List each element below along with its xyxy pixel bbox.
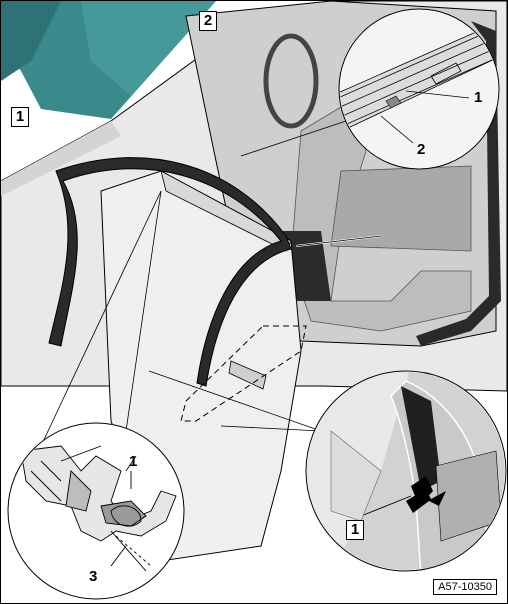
door-seal (48, 157, 292, 387)
seat (290, 100, 472, 332)
arrow-icon (406, 489, 446, 513)
detail-top-label-1: 1 (474, 89, 483, 106)
callout-2-seal: 2 (199, 11, 217, 31)
figure-code: A57-10350 (433, 579, 497, 595)
detail-right-label-1: 1 (346, 520, 364, 540)
detail-left-label-1: 1 (129, 453, 138, 470)
detail-left-label-3: 3 (89, 568, 98, 585)
callout-1-seal: 1 (11, 107, 29, 127)
detail-top-label-2: 2 (417, 141, 426, 158)
